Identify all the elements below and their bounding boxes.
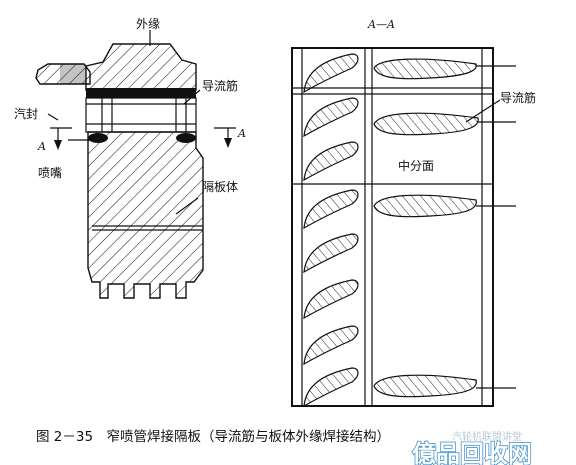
label-guide-rib-right: 导流筋 xyxy=(500,90,536,105)
nozzle-blade xyxy=(303,97,359,138)
diaphragm-body-shape xyxy=(87,131,204,299)
watermark-logo-text: 億品回收网 xyxy=(412,440,532,465)
nozzle-blades xyxy=(303,53,359,408)
steam-seal-ring xyxy=(35,63,91,85)
guide-rib xyxy=(373,374,477,398)
label-steam-seal: 汽封 xyxy=(14,106,38,121)
guide-rib xyxy=(373,112,479,136)
label-section-mark-left: A xyxy=(37,140,46,153)
nozzle-blade xyxy=(303,233,359,274)
label-mid-plane: 中分面 xyxy=(398,158,434,173)
watermark-small-text: 汽轮机联盟讲堂 xyxy=(452,430,522,443)
figure-caption: 图 2－35 窄喷管焊接隔板（导流筋与板体外缘焊接结构） xyxy=(36,428,390,445)
label-outer-rim: 外缘 xyxy=(136,17,160,31)
nozzle-blade xyxy=(303,325,359,366)
left-cross-section xyxy=(35,30,236,299)
label-guide-rib-left: 导流筋 xyxy=(202,78,238,93)
nozzle-blade xyxy=(303,367,359,408)
section-a-a xyxy=(291,47,516,408)
nozzle-blade xyxy=(303,189,359,230)
section-title: A—A xyxy=(367,18,395,31)
guide-rib xyxy=(373,58,477,80)
label-section-mark-right: A xyxy=(237,127,246,140)
nozzle-blade xyxy=(303,279,359,320)
nozzle-blade xyxy=(303,53,359,94)
guide-rib xyxy=(373,194,477,218)
label-diaphragm-body: 隔板体 xyxy=(202,180,238,194)
outer-rim-shape xyxy=(85,43,197,91)
nozzle-blade xyxy=(303,141,359,182)
label-nozzle: 喷嘴 xyxy=(38,166,62,180)
